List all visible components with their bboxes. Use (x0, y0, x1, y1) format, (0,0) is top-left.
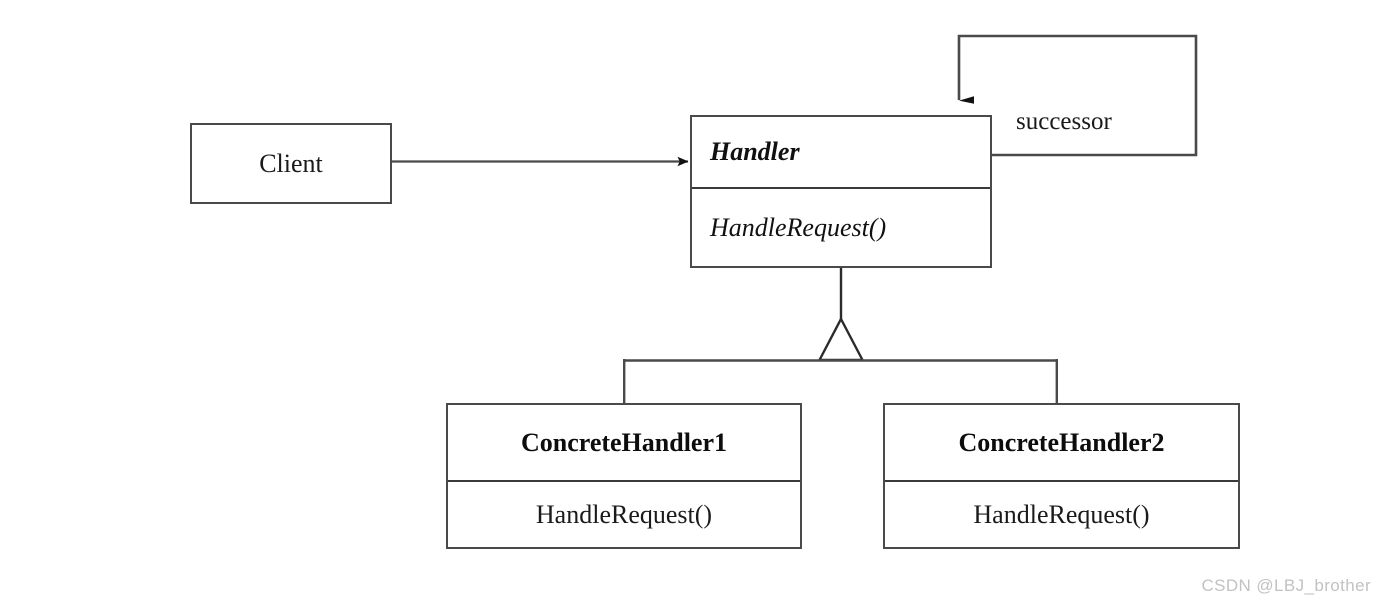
class-name-concrete-handler-2: ConcreteHandler2 (958, 427, 1165, 457)
class-box-concrete-handler-1[interactable]: ConcreteHandler1 HandleRequest() (446, 403, 802, 549)
class-box-concrete-handler-2[interactable]: ConcreteHandler2 HandleRequest() (883, 403, 1240, 549)
class-name-client: Client (259, 148, 323, 178)
edge-generalization-tree (623, 268, 1059, 403)
class-box-client[interactable]: Client (190, 123, 392, 204)
class-operation-handler-handlerequest: HandleRequest() (692, 187, 990, 266)
class-operation-concrete-handler-2-handlerequest: HandleRequest() (885, 480, 1238, 547)
class-name-concrete-handler-1: ConcreteHandler1 (520, 427, 728, 457)
edge-handler-successor (957, 34, 1198, 157)
class-box-handler[interactable]: Handler HandleRequest() (690, 115, 992, 268)
inheritance-triangle (817, 316, 865, 362)
class-operation-concrete-handler-1-handlerequest: HandleRequest() (448, 480, 800, 547)
watermark-text: CSDN @LBJ_brother (1201, 576, 1371, 595)
edge-label-successor: successor (1016, 108, 1112, 135)
class-name-handler: Handler (710, 137, 800, 166)
